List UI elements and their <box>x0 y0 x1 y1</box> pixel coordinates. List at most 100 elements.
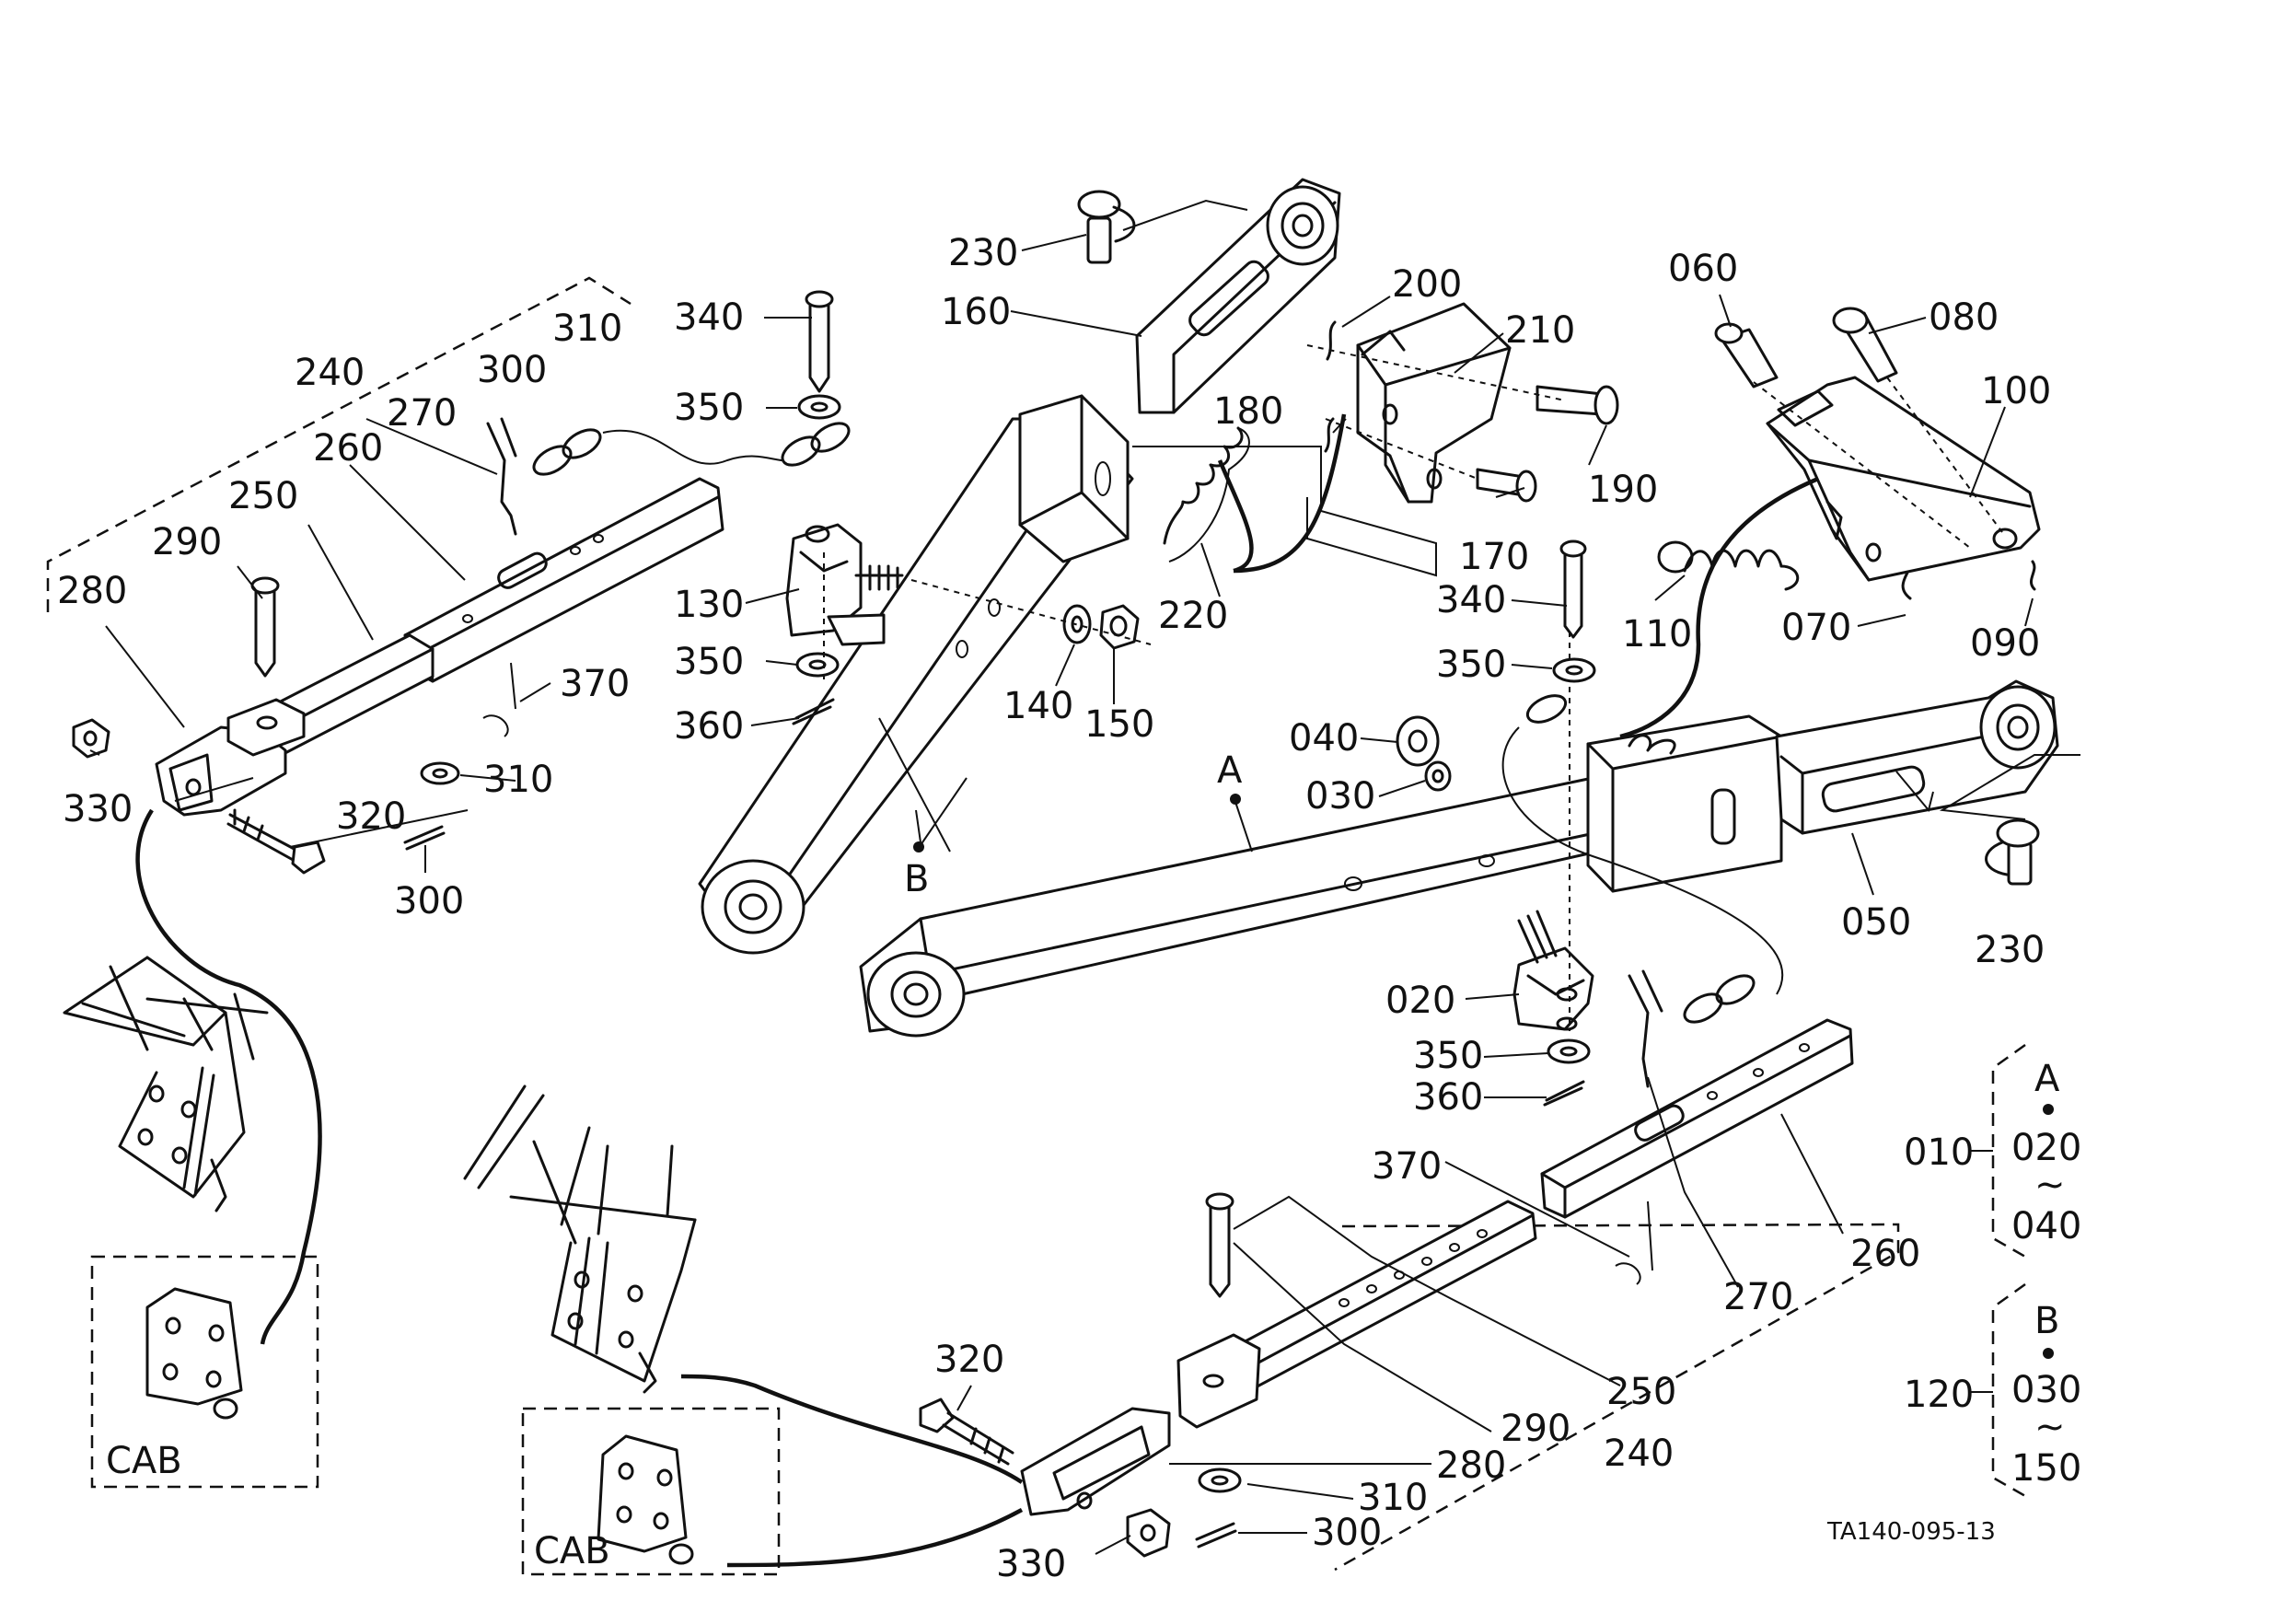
spring-110 <box>1619 476 1819 739</box>
callout-370-right: 370 <box>1372 1145 1442 1188</box>
group-boundary-left-stabilizer <box>46 276 632 612</box>
callout-310-right: 310 <box>1358 1477 1428 1519</box>
leader-lines <box>89 234 2034 1555</box>
callout-130: 130 <box>674 584 744 626</box>
cab-label-bottom: CAB <box>534 1530 610 1572</box>
pins-190-170 <box>1306 320 1619 503</box>
callout-350-upper-right: 350 <box>1436 644 1506 686</box>
callout-240-right: 240 <box>1604 1433 1674 1475</box>
stabilizer-bottom <box>680 969 1854 1568</box>
marker-dot-a <box>1230 794 1241 805</box>
callout-210: 210 <box>1505 309 1575 352</box>
callout-280-left: 280 <box>57 570 127 612</box>
lift-pin-230-top <box>1077 190 1248 264</box>
cab-detail-left <box>90 1255 319 1489</box>
callout-030: 030 <box>1305 775 1375 818</box>
marker-dot-b <box>913 841 924 853</box>
callout-350-lower-left: 350 <box>674 641 744 683</box>
callout-290-left: 290 <box>152 521 222 563</box>
legend-b-from: 030 <box>2011 1369 2081 1411</box>
callout-160: 160 <box>941 291 1011 333</box>
callout-300-right: 300 <box>1312 1512 1382 1554</box>
callout-040: 040 <box>1289 717 1359 760</box>
callout-090: 090 <box>1970 622 2040 665</box>
callout-260-right: 260 <box>1850 1233 1920 1275</box>
callout-270-right: 270 <box>1723 1276 1793 1318</box>
callout-320-right: 320 <box>934 1339 1004 1381</box>
tractor-frame-left <box>63 956 269 1212</box>
washer-140-nut-150 <box>910 579 1152 650</box>
legend-b-letter: B <box>2034 1300 2059 1342</box>
hook-210 <box>1356 302 1512 504</box>
callout-230-top: 230 <box>948 232 1018 274</box>
legend-a-to: 040 <box>2011 1205 2081 1247</box>
callout-b: B <box>904 858 929 900</box>
callout-340-left: 340 <box>674 296 744 339</box>
spring-220 <box>1163 413 1347 574</box>
callout-360-left: 360 <box>674 705 744 748</box>
legend-a-tilde: ~ <box>2034 1164 2066 1206</box>
legend-a-letter: A <box>2034 1058 2060 1100</box>
callout-200: 200 <box>1392 263 1462 306</box>
callout-170: 170 <box>1459 536 1529 578</box>
callout-230-bottom: 230 <box>1975 929 2045 971</box>
callout-350-upper-left: 350 <box>674 387 744 429</box>
callout-310-left: 310 <box>483 759 553 801</box>
stabilizer-left <box>72 417 783 1345</box>
callout-300-left: 300 <box>394 880 464 922</box>
upper-link-160 <box>1135 178 1341 414</box>
legend-b-to: 150 <box>2011 1447 2081 1490</box>
callout-050: 050 <box>1841 901 1911 944</box>
callout-220: 220 <box>1158 595 1228 637</box>
tractor-frame-bottom <box>463 1085 697 1394</box>
callout-260-left: 260 <box>313 427 383 470</box>
callout-150: 150 <box>1084 703 1154 746</box>
drawing-code: TA140-095-13 <box>1826 1518 1996 1546</box>
callout-350-lower-right: 350 <box>1413 1035 1483 1077</box>
callout-240-left: 240 <box>295 352 365 394</box>
legend-a-ref: 010 <box>1904 1131 1974 1174</box>
bracket-130 <box>781 290 904 725</box>
nut-040-washer-030 <box>1396 715 1452 792</box>
reference-frame-upper <box>1132 446 1437 577</box>
legend-b-ref: 120 <box>1904 1374 1974 1416</box>
legend-b-tilde: ~ <box>2034 1406 2066 1448</box>
callout-labels: 230 160 340 310 300 240 270 350 260 250 … <box>57 232 2051 1585</box>
group-boundary-bottom-stabilizer <box>1334 1223 1900 1572</box>
top-link-b <box>698 394 1134 955</box>
callout-290-right: 290 <box>1501 1408 1570 1450</box>
callout-250-right: 250 <box>1606 1371 1676 1413</box>
callout-080: 080 <box>1929 296 1999 339</box>
callout-180: 180 <box>1213 390 1283 433</box>
callout-310-group: 310 <box>552 307 622 350</box>
callout-340-right: 340 <box>1436 579 1506 621</box>
callout-190: 190 <box>1588 469 1658 511</box>
lift-pin-230-bottom <box>1939 754 2080 886</box>
callout-370-left: 370 <box>560 663 630 705</box>
callout-100: 100 <box>1981 370 2051 412</box>
callout-110: 110 <box>1622 613 1692 655</box>
legend-b-dot <box>2043 1348 2054 1359</box>
callout-070: 070 <box>1781 607 1851 649</box>
callout-270-left: 270 <box>387 392 457 435</box>
callout-300-group: 300 <box>477 349 547 391</box>
callout-140: 140 <box>1003 685 1073 727</box>
callout-280-right: 280 <box>1436 1444 1506 1487</box>
lever-100 <box>1714 307 2041 600</box>
cab-label-left: CAB <box>106 1440 182 1482</box>
callout-060: 060 <box>1668 248 1738 290</box>
callout-250-left: 250 <box>228 475 298 517</box>
callout-020: 020 <box>1385 980 1455 1022</box>
bracket-020 <box>1501 539 1784 1107</box>
callout-330-right: 330 <box>996 1543 1066 1585</box>
callout-a: A <box>1217 749 1243 792</box>
legend-group-a: A 020 ~ 040 010 <box>1904 1043 2081 1259</box>
cab-detail-bottom <box>521 1407 781 1576</box>
callout-360-right: 360 <box>1413 1076 1483 1119</box>
legend-a-dot <box>2043 1104 2054 1115</box>
callout-330-left: 330 <box>63 788 133 830</box>
lower-link-a <box>859 679 2059 1038</box>
legend-a-from: 020 <box>2011 1127 2081 1169</box>
